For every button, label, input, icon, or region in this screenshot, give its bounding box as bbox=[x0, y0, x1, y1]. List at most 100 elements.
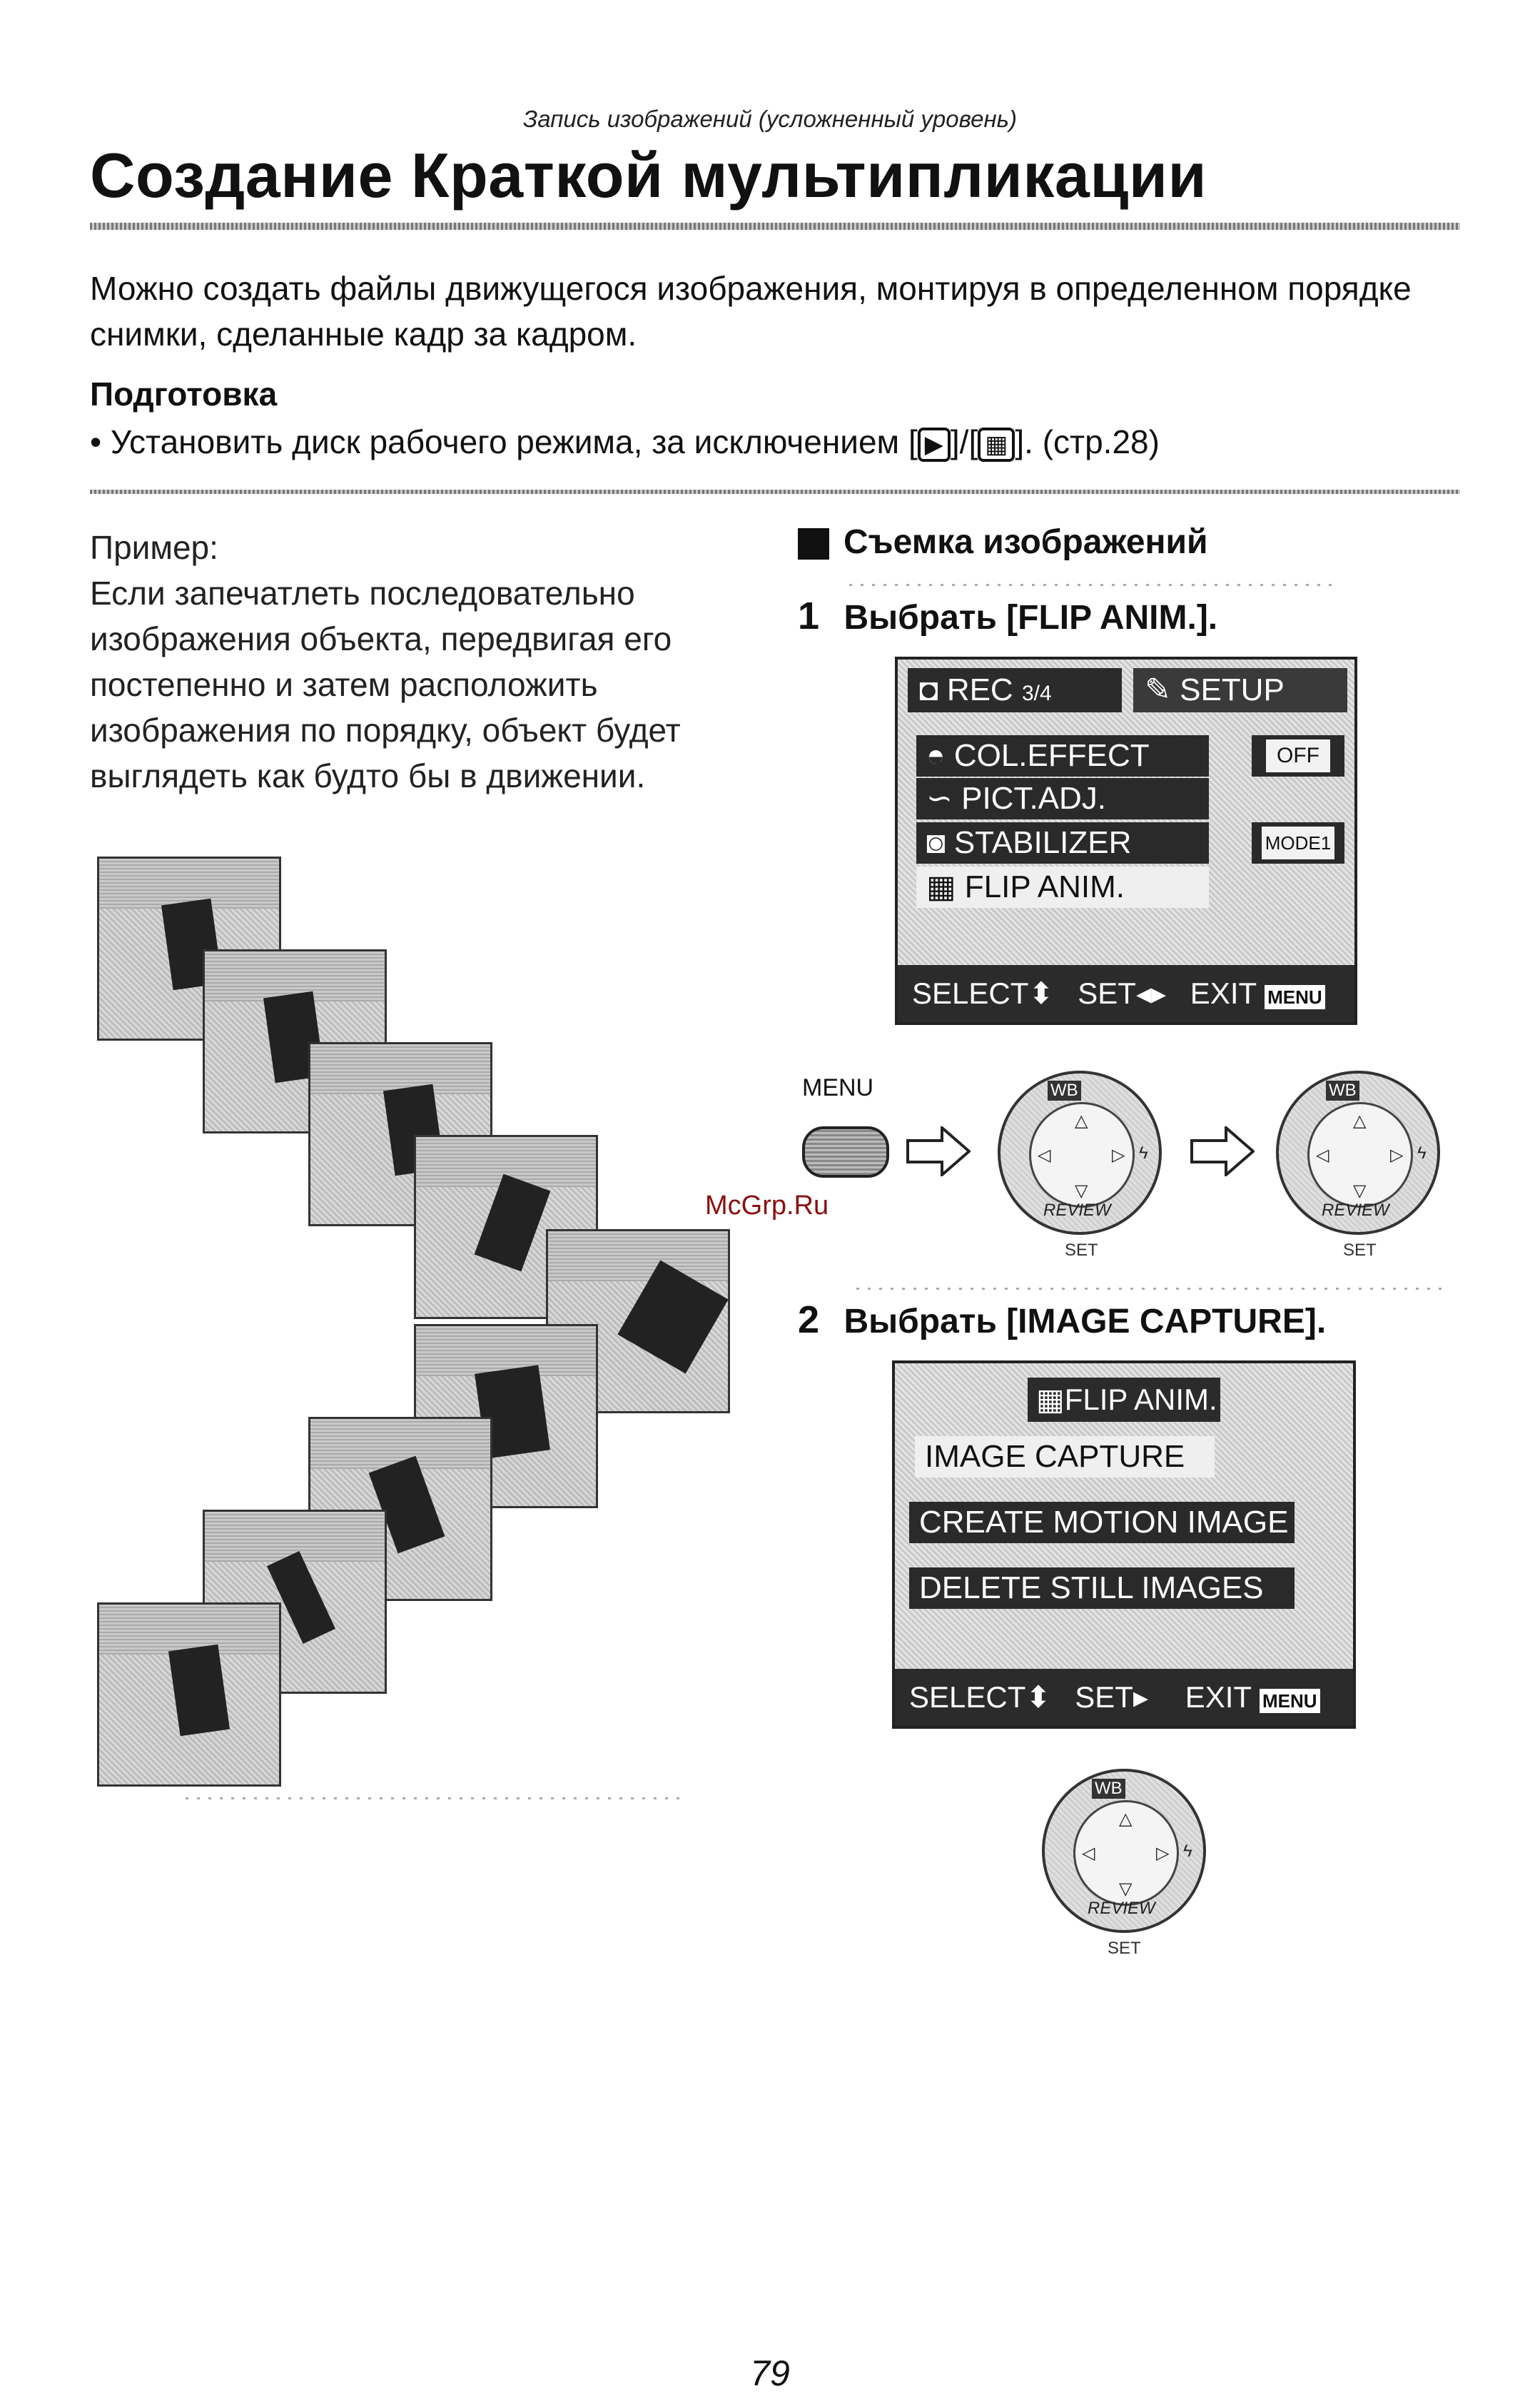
screen-footer: SELECT⬍ SET◂▸ EXIT MENU bbox=[898, 965, 1354, 1022]
review-label: REVIEW bbox=[1043, 1201, 1111, 1220]
page-title: Создание Краткой мультипликации bbox=[90, 140, 1207, 211]
page-number: 79 bbox=[750, 2353, 790, 2393]
step-2: 2 Выбрать [IMAGE CAPTURE]. bbox=[798, 1298, 1326, 1342]
updown-icon: ⬍ bbox=[1028, 976, 1054, 1010]
camera-menu-screen: ◘ REC 3/4 ✎ SETUP ◓ COL.EFFECT ∽ PICT.AD… bbox=[895, 657, 1357, 1025]
flip-anim-title-text: FLIP ANIM. bbox=[1064, 1383, 1217, 1416]
footer-set: SET bbox=[1075, 1680, 1133, 1714]
wb-label: WB bbox=[1326, 1081, 1359, 1101]
left-arrow-icon: ◁ bbox=[1038, 1146, 1051, 1165]
leftright-icon: ◂▸ bbox=[1135, 976, 1167, 1010]
flash-icon: ϟ bbox=[1139, 1143, 1148, 1163]
flip-anim-title: ▦FLIP ANIM. bbox=[1028, 1378, 1220, 1422]
flip-anim-icon: ▦ bbox=[1036, 1383, 1065, 1416]
footer-menu: MENU bbox=[1259, 1689, 1320, 1713]
footer-select: SELECT bbox=[909, 1680, 1026, 1714]
up-arrow-icon: △ bbox=[1075, 1111, 1088, 1131]
menu-button-label: MENU bbox=[802, 1074, 874, 1101]
step-1: 1 Выбрать [FLIP ANIM.]. bbox=[798, 594, 1217, 638]
cursor-dial-right-pressed[interactable]: WB △ ▽ ◁ ▷ ϟ REVIEW bbox=[1276, 1071, 1440, 1235]
menu-item-delete-still-images: DELETE STILL IMAGES bbox=[909, 1567, 1295, 1609]
section-rule bbox=[90, 490, 1460, 494]
section-label: Запись изображений (усложненный уровень) bbox=[523, 106, 1017, 132]
camera-icon: ◘ bbox=[919, 672, 938, 707]
preparation-text: • Установить диск рабочего режима, за ис… bbox=[90, 423, 1160, 462]
right-arrow-icon: ▷ bbox=[1390, 1146, 1404, 1165]
down-arrow-icon: ▽ bbox=[1353, 1181, 1367, 1201]
left-arrow-icon: ◁ bbox=[1316, 1146, 1329, 1165]
right-arrow-icon: ▷ bbox=[1112, 1146, 1125, 1165]
flash-icon: ϟ bbox=[1183, 1842, 1192, 1861]
example-text: Если запечатлеть последовательно изображ… bbox=[90, 575, 681, 794]
screen-footer: SELECT⬍ SET▸ EXIT MENU bbox=[895, 1669, 1353, 1726]
menu-item-label: PICT.ADJ. bbox=[961, 781, 1107, 816]
prep-text-part: ]/[ bbox=[950, 423, 978, 460]
flip-anim-screen: ▦FLIP ANIM. IMAGE CAPTURE CREATE MOTION … bbox=[892, 1360, 1356, 1729]
wrench-icon: ✎ bbox=[1145, 672, 1171, 707]
cursor-dial[interactable]: WB △ ▽ ◁ ▷ ϟ REVIEW bbox=[998, 1071, 1162, 1235]
stabilizer-icon: ◙ bbox=[926, 825, 954, 860]
tab-rec-label: REC bbox=[946, 672, 1013, 707]
footer-exit: EXIT bbox=[1185, 1680, 1252, 1714]
footer-select: SELECT bbox=[912, 976, 1029, 1010]
watermark: McGrp.Ru bbox=[705, 1191, 829, 1221]
tab-rec: ◘ REC 3/4 bbox=[908, 668, 1122, 712]
shooting-heading: Съемка изображений bbox=[798, 522, 1208, 562]
menu-item-label: FLIP ANIM. bbox=[964, 869, 1125, 904]
dotted-line bbox=[186, 1797, 685, 1799]
title-rule bbox=[90, 223, 1460, 230]
step-number: 1 bbox=[798, 595, 820, 637]
play-mode-icon: ▶ bbox=[917, 427, 951, 462]
example-label: Пример: bbox=[90, 529, 218, 566]
cursor-dial-bottom[interactable]: WB △ ▽ ◁ ▷ ϟ REVIEW bbox=[1042, 1769, 1206, 1933]
up-arrow-icon: △ bbox=[1353, 1111, 1367, 1131]
set-label: SET bbox=[1343, 1241, 1377, 1260]
tab-setup-label: SETUP bbox=[1180, 672, 1285, 707]
example-block: Пример: Если запечатлеть последовательно… bbox=[90, 525, 775, 799]
dotted-line bbox=[856, 1288, 1449, 1290]
shooting-heading-text: Съемка изображений bbox=[844, 523, 1208, 561]
flash-icon: ϟ bbox=[1417, 1143, 1427, 1163]
wb-label: WB bbox=[1092, 1779, 1125, 1799]
menu-item-label: STABILIZER bbox=[953, 825, 1132, 860]
arrow-right-icon bbox=[1190, 1126, 1255, 1176]
dotted-line bbox=[849, 584, 1334, 586]
down-arrow-icon: ▽ bbox=[1075, 1181, 1088, 1201]
prep-text-part: • Установить диск рабочего режима, за ис… bbox=[90, 423, 918, 460]
menu-item-flip-anim: ▦ FLIP ANIM. bbox=[916, 867, 1209, 908]
menu-item-image-capture: IMAGE CAPTURE bbox=[915, 1436, 1215, 1478]
menu-item-create-motion-image: CREATE MOTION IMAGE bbox=[909, 1502, 1295, 1543]
arrow-right-icon bbox=[906, 1126, 971, 1176]
square-bullet-icon bbox=[798, 528, 829, 560]
step-text: Выбрать [FLIP ANIM.]. bbox=[844, 599, 1218, 637]
step-text: Выбрать [IMAGE CAPTURE]. bbox=[844, 1303, 1327, 1340]
preparation-heading: Подготовка bbox=[90, 375, 278, 413]
review-label: REVIEW bbox=[1322, 1201, 1389, 1220]
footer-exit: EXIT bbox=[1190, 976, 1257, 1010]
example-photo bbox=[97, 1602, 281, 1787]
left-arrow-icon: ◁ bbox=[1082, 1844, 1095, 1863]
value-col-effect: OFF bbox=[1266, 739, 1330, 772]
wb-label: WB bbox=[1048, 1081, 1081, 1101]
tab-page-label: 3/4 bbox=[1021, 682, 1052, 705]
flip-anim-icon: ▦ bbox=[926, 869, 965, 904]
color-effect-icon: ◓ bbox=[926, 738, 954, 773]
updown-icon: ⬍ bbox=[1025, 1680, 1051, 1714]
right-arrow-icon: ▷ bbox=[1156, 1844, 1170, 1863]
intro-paragraph: Можно создать файлы движущегося изображе… bbox=[90, 270, 1412, 353]
value-box: MODE1 bbox=[1252, 822, 1344, 864]
up-arrow-icon: △ bbox=[1119, 1809, 1133, 1829]
example-photo bbox=[97, 857, 281, 1041]
motion-picture-icon: ▦ bbox=[978, 427, 1015, 462]
step-number: 2 bbox=[798, 1298, 820, 1341]
menu-button[interactable] bbox=[802, 1126, 889, 1178]
value-stabilizer: MODE1 bbox=[1262, 827, 1334, 859]
prep-text-part: ]. (стр.28) bbox=[1015, 423, 1160, 460]
menu-item-pict-adj: ∽ PICT.ADJ. bbox=[916, 778, 1209, 819]
value-box: OFF bbox=[1252, 735, 1344, 777]
menu-item-col-effect: ◓ COL.EFFECT bbox=[916, 735, 1209, 777]
footer-set: SET bbox=[1078, 976, 1136, 1010]
set-label: SET bbox=[1065, 1241, 1098, 1260]
review-label: REVIEW bbox=[1088, 1899, 1155, 1918]
adjust-icon: ∽ bbox=[926, 781, 962, 816]
